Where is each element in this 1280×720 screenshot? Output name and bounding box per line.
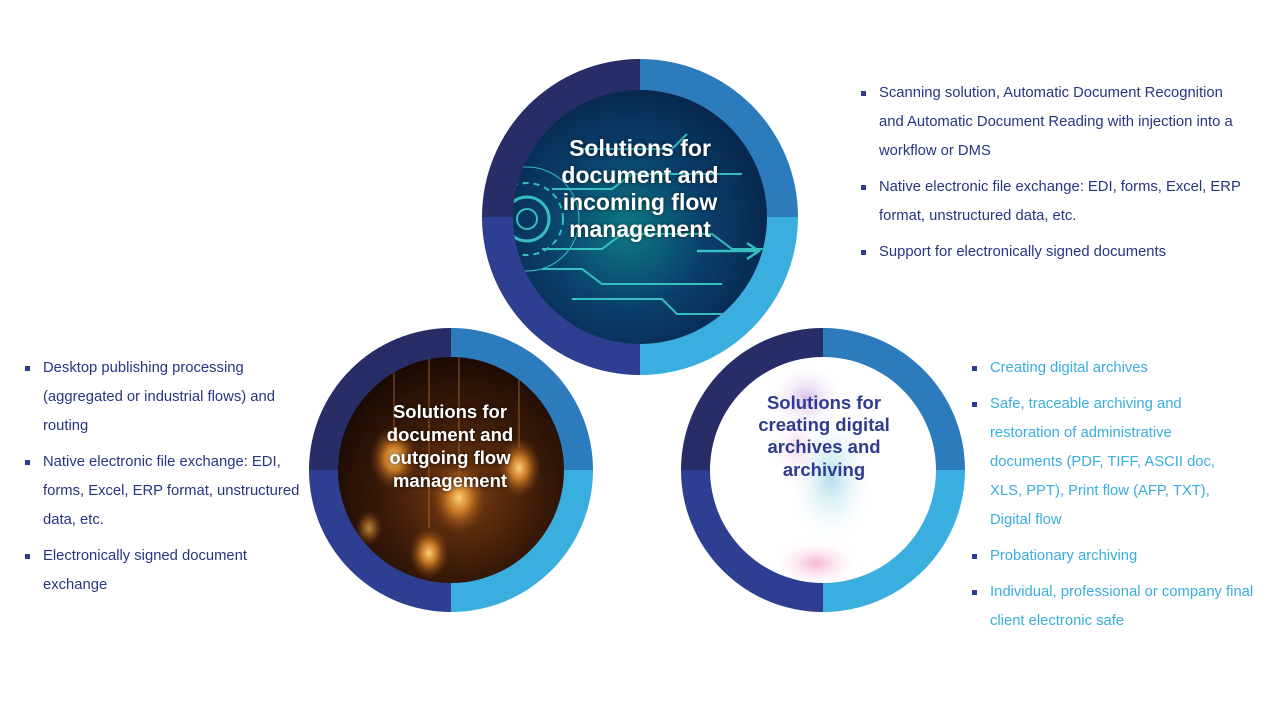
list-item: Individual, professional or company fina… [972,578,1262,636]
outgoing-flow-bullet-list: Desktop publishing processing (aggregate… [25,354,315,607]
list-item: Creating digital archives [972,354,1262,383]
incoming-flow-circle [482,59,798,375]
outgoing-flow-circle [309,328,593,612]
list-item: Native electronic file exchange: EDI, fo… [25,448,315,535]
incoming-flow-bullet-list: Scanning solution, Automatic Document Re… [861,79,1261,274]
list-item: Electronically signed document exchange [25,542,315,600]
archiving-bullet-list: Creating digital archives Safe, traceabl… [972,354,1262,643]
list-item: Desktop publishing processing (aggregate… [25,354,315,441]
archiving-title: Solutions for creating digital archives … [758,392,890,480]
incoming-flow-title: Solutions for document and incoming flow… [561,135,719,243]
list-item: Scanning solution, Automatic Document Re… [861,79,1239,166]
list-item: Safe, traceable archiving and restoratio… [972,390,1240,535]
archiving-circle [681,328,965,612]
list-item: Support for electronically signed docume… [861,238,1261,267]
list-item: Probationary archiving [972,542,1262,571]
outgoing-flow-title: Solutions for document and outgoing flow… [386,401,514,492]
list-item: Native electronic file exchange: EDI, fo… [861,173,1261,231]
